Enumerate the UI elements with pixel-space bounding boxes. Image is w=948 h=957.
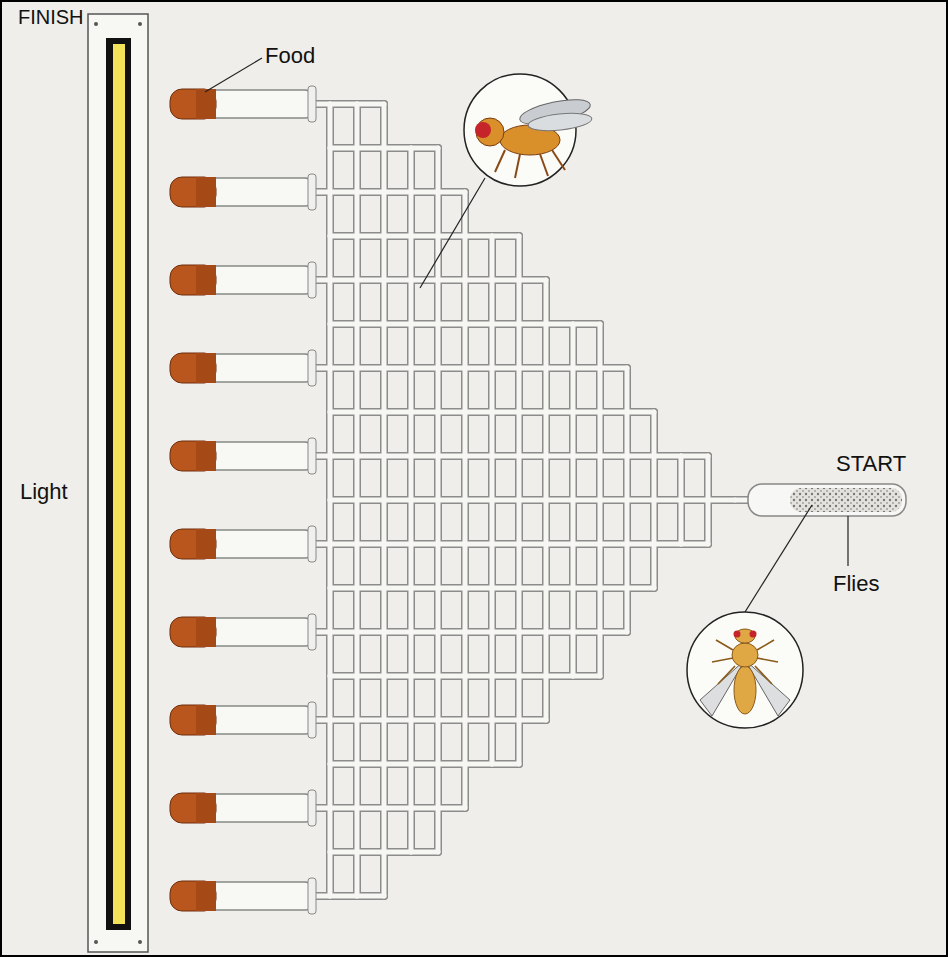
flies-mass — [790, 488, 902, 512]
food-tubes — [170, 86, 316, 914]
label-text: START — [836, 452, 906, 476]
fly-inset-side — [464, 74, 593, 186]
label-text: FINISH — [18, 6, 84, 28]
start-tube — [748, 484, 906, 516]
light-tube — [113, 44, 125, 924]
maze-tubes — [312, 104, 752, 896]
light-panel — [88, 14, 148, 952]
light-housing — [106, 38, 131, 930]
fly-inset-top — [687, 612, 803, 728]
label-text: Food — [265, 44, 315, 68]
label-text: Light — [20, 480, 68, 504]
label-text: Flies — [833, 572, 879, 596]
